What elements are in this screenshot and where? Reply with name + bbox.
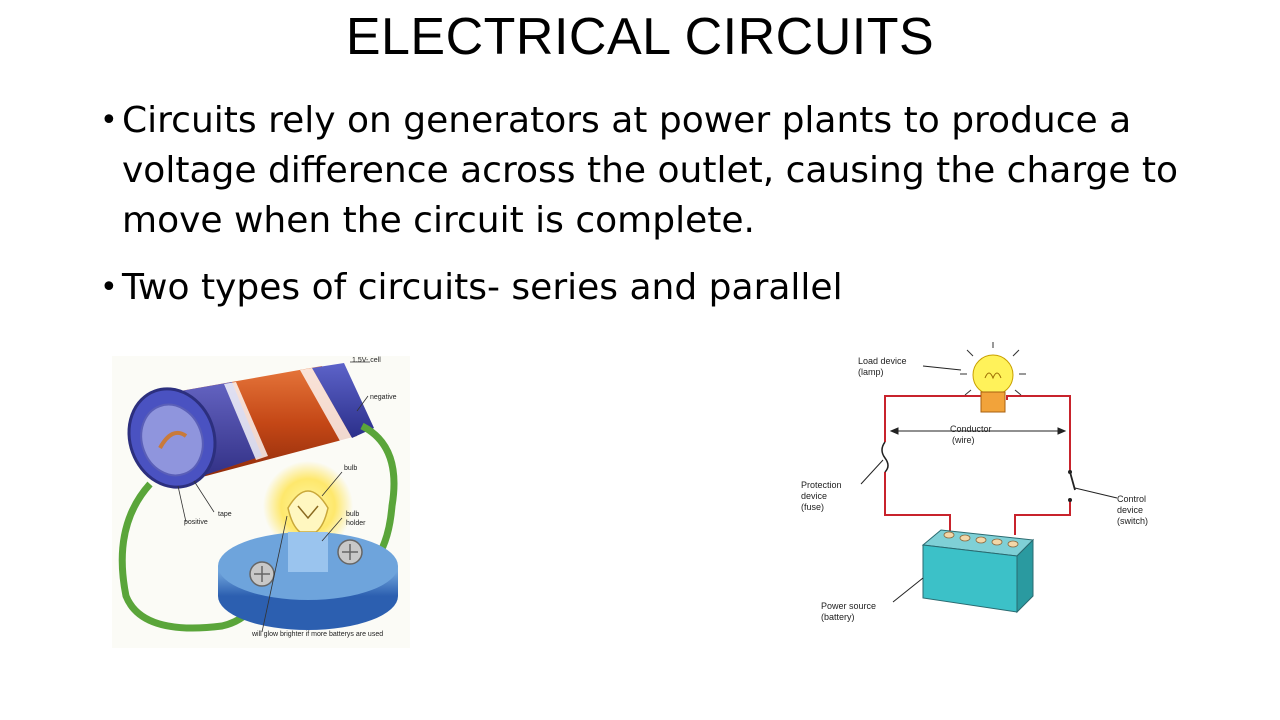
circuit-wire xyxy=(884,395,1071,535)
bullet-item: •Two types of circuits- series and paral… xyxy=(100,263,1200,313)
label-cell: 1.5V- cell xyxy=(352,357,381,364)
battery-icon xyxy=(127,363,374,489)
fuse-icon xyxy=(881,441,889,473)
label-control-2: device xyxy=(1117,505,1143,515)
circuit-drawing: Load device (lamp) Conductor (wire) Prot… xyxy=(801,342,1148,622)
switch-icon xyxy=(1068,470,1076,502)
bullet-text: Two types of circuits- series and parall… xyxy=(122,267,843,308)
lamp-icon xyxy=(960,342,1026,413)
bulb-icon xyxy=(287,490,329,533)
label-protection-3: (fuse) xyxy=(801,502,824,512)
label-bulb-holder-2: holder xyxy=(346,520,366,527)
label-load-1: Load device xyxy=(858,356,907,366)
label-power-1: Power source xyxy=(821,601,876,611)
label-power-2: (battery) xyxy=(821,612,855,622)
label-load-2: (lamp) xyxy=(858,367,884,377)
bullet-text: Circuits rely on generators at power pla… xyxy=(122,100,1179,241)
bullet-item: •Circuits rely on generators at power pl… xyxy=(100,96,1200,246)
label-conductor-1: Conductor xyxy=(950,424,992,434)
battery-icon xyxy=(921,529,1035,614)
label-caption: will glow brighter if more batterys are … xyxy=(251,631,383,638)
conductor-arrow xyxy=(889,427,1067,435)
bullet-dot-icon: • xyxy=(100,270,118,305)
label-conductor-2: (wire) xyxy=(952,435,975,445)
label-tape: tape xyxy=(218,511,232,518)
label-positive: positive xyxy=(184,519,208,526)
bullet-dot-icon: • xyxy=(100,103,118,138)
label-control-1: Control xyxy=(1117,494,1146,504)
label-bulb-holder-1: bulb xyxy=(346,511,359,518)
label-protection-2: device xyxy=(801,491,827,501)
circuit-diagram: Load device (lamp) Conductor (wire) Prot… xyxy=(795,340,1175,640)
label-negative: negative xyxy=(370,394,397,401)
bullet-list: •Circuits rely on generators at power pl… xyxy=(100,96,1200,330)
battery-bulb-drawing: 1.5V- cell negative bulb tape bulb holde… xyxy=(118,357,398,638)
battery-bulb-illustration: 1.5V- cell negative bulb tape bulb holde… xyxy=(112,356,410,648)
bulb-holder-icon xyxy=(218,532,398,630)
label-control-3: (switch) xyxy=(1117,516,1148,526)
label-bulb: bulb xyxy=(344,465,357,472)
label-protection-1: Protection xyxy=(801,480,842,490)
slide-title: ELECTRICAL CIRCUITS xyxy=(345,8,935,66)
